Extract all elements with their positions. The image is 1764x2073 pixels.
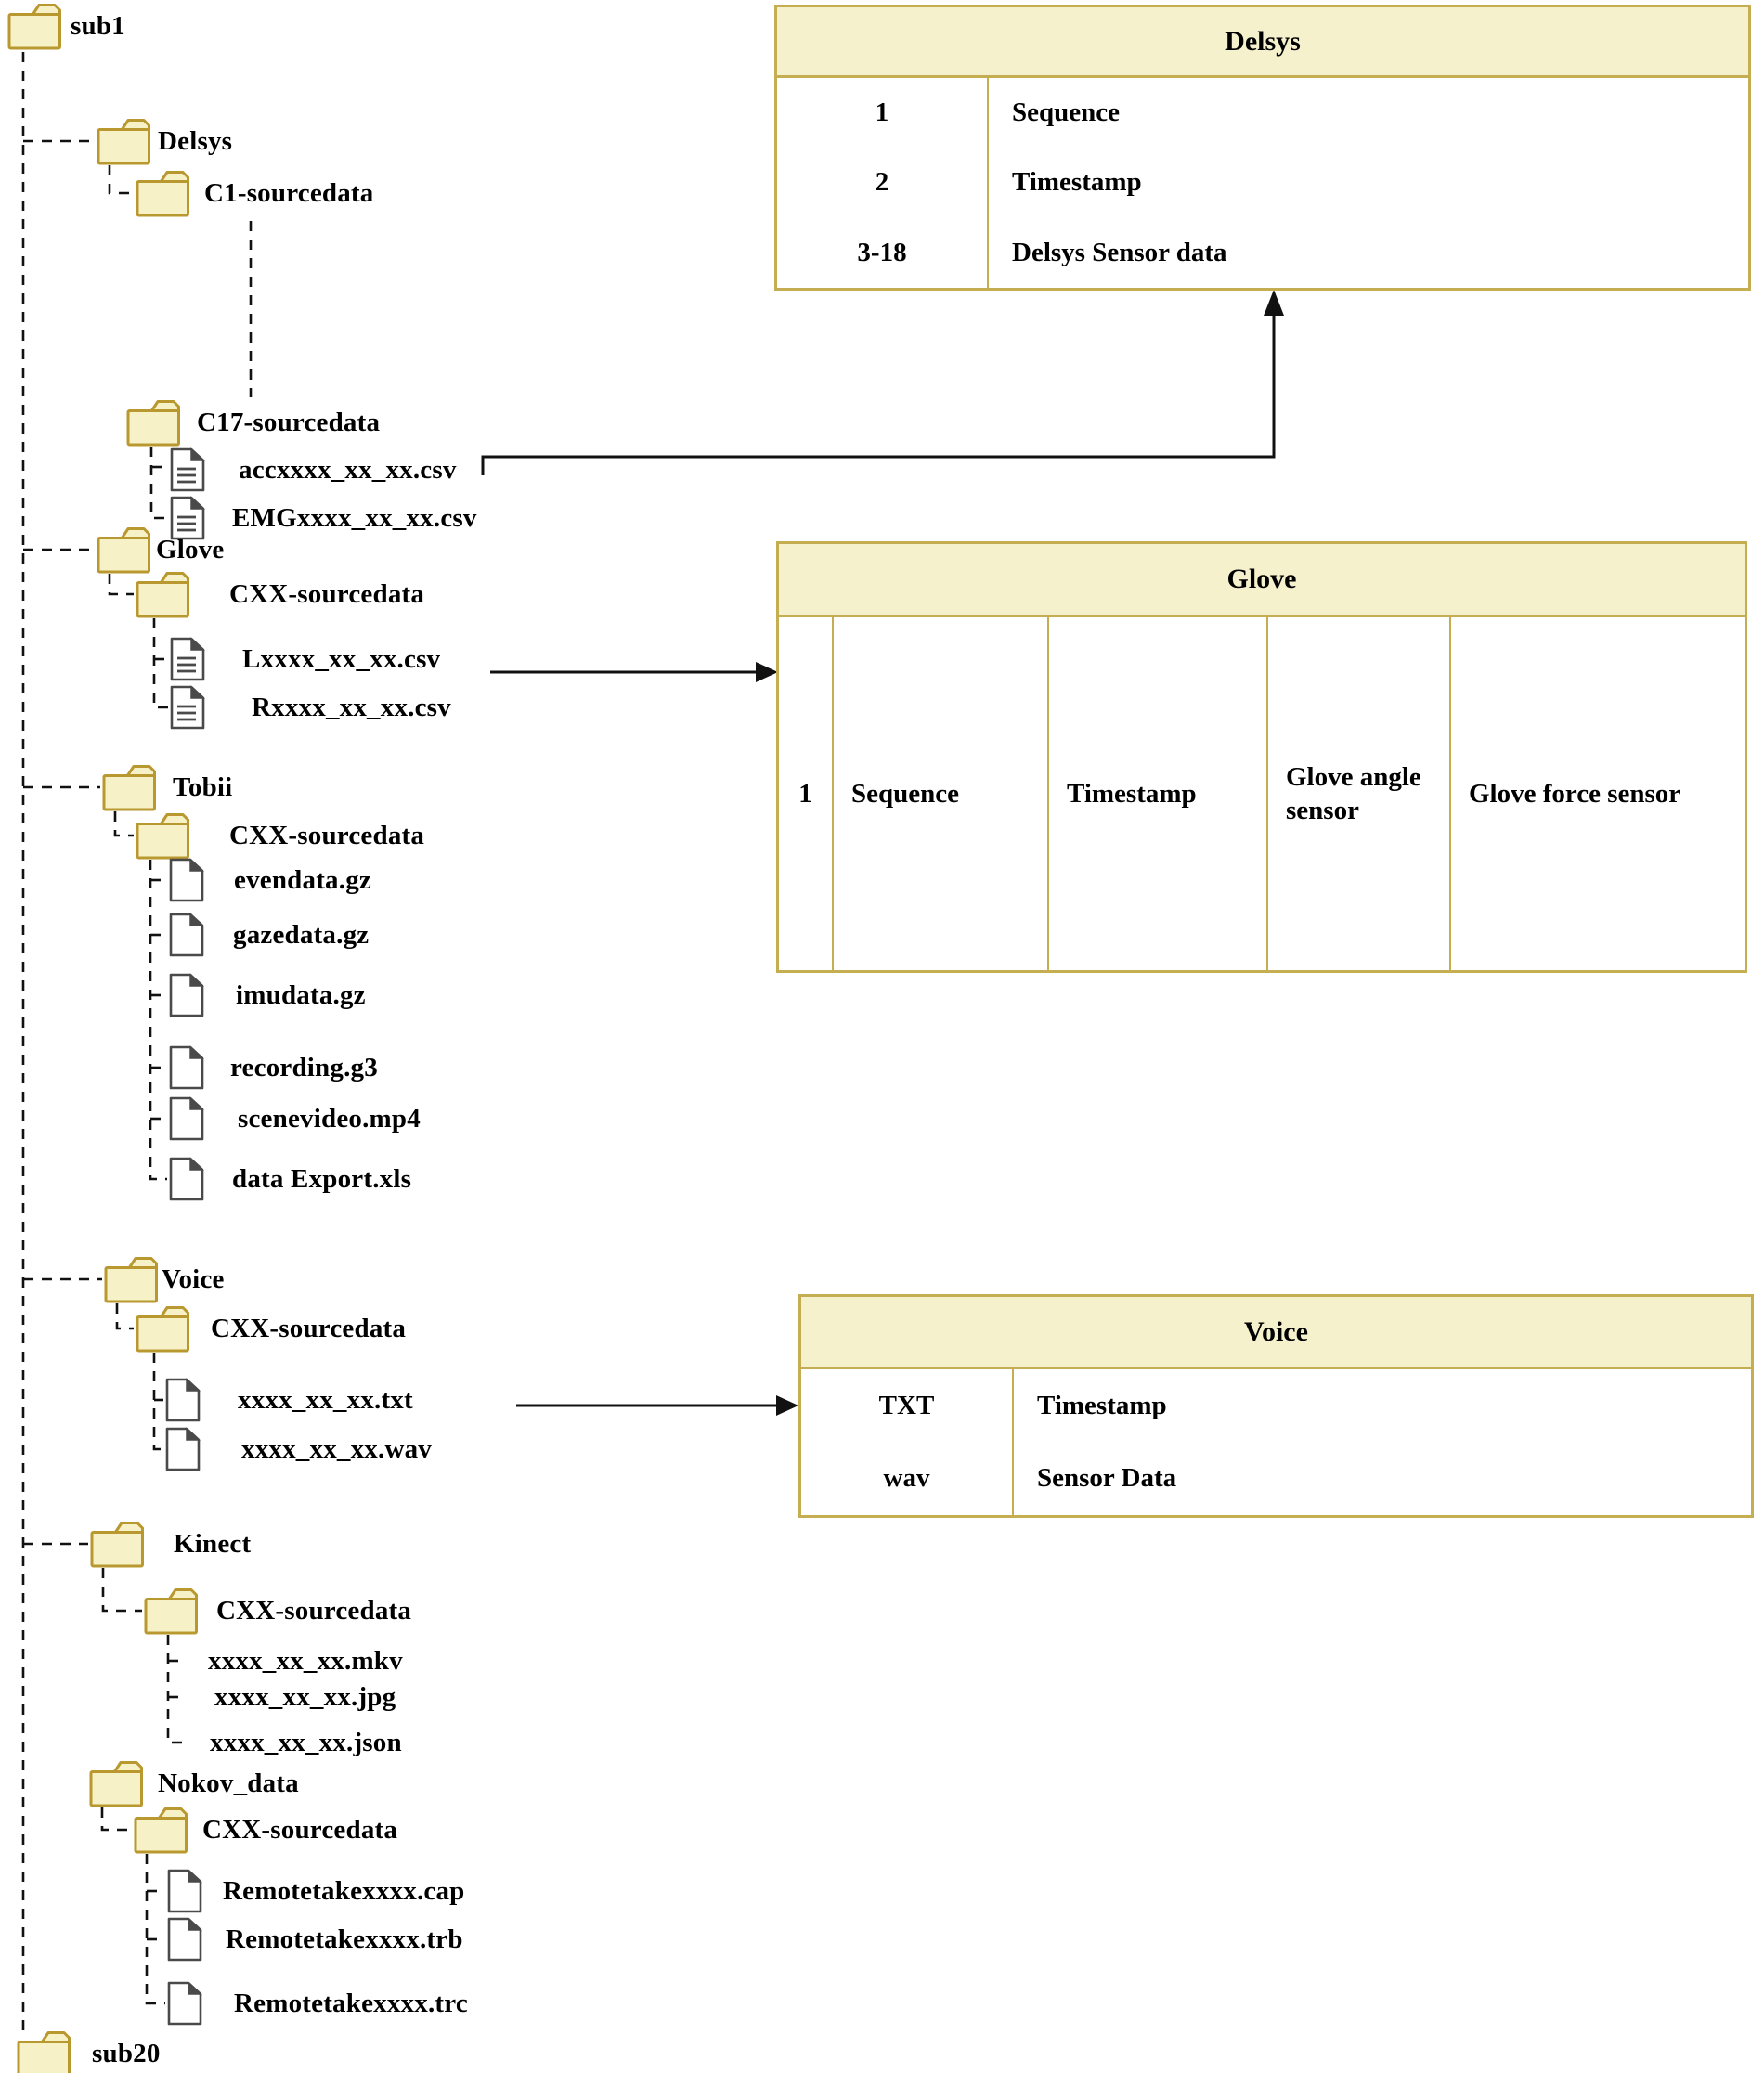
folder-icon-voice	[104, 1255, 160, 1303]
folder-icon-c17-sourcedata	[126, 398, 182, 447]
tree-node-glove: Glove	[156, 535, 225, 564]
file-icon-l-csv	[170, 637, 205, 681]
voice-table-title: Voice	[801, 1297, 1751, 1369]
file-icon-wav	[165, 1427, 201, 1471]
tree-node-kinect-cxx-sourcedata: CXX-sourcedata	[216, 1596, 412, 1626]
tree-node-tobii-cxx-sourcedata: CXX-sourcedata	[229, 821, 425, 850]
tree-node-c1-sourcedata: C1-sourcedata	[204, 178, 374, 208]
voice-type-wav: wav	[883, 1463, 930, 1494]
tree-node-trc: Remotetakexxxx.trc	[234, 1989, 468, 2018]
folder-icon-kinect	[90, 1520, 146, 1568]
voice-desc-timestamp: Timestamp	[1037, 1390, 1167, 1420]
delsys-col-3-18: 3-18	[857, 237, 907, 267]
voice-table: Voice TXT wav Timestamp Sensor Data	[798, 1294, 1754, 1518]
tree-node-glove-cxx-sourcedata: CXX-sourcedata	[229, 579, 425, 609]
tree-node-scenevideo: scenevideo.mp4	[238, 1104, 421, 1134]
file-icon-trb	[167, 1917, 202, 1962]
delsys-table-column-desc: Sequence Timestamp Delsys Sensor data	[989, 78, 1748, 288]
file-icon-cap	[167, 1869, 202, 1913]
glove-table: Glove 1 Sequence Timestamp Glove angle s…	[776, 541, 1747, 973]
glove-cell-sequence: Sequence	[834, 617, 1049, 970]
glove-cell-timestamp: Timestamp	[1049, 617, 1268, 970]
delsys-desc-timestamp: Timestamp	[1012, 167, 1142, 198]
delsys-desc-sequence: Sequence	[1012, 97, 1120, 128]
glove-table-title: Glove	[779, 544, 1745, 617]
folder-icon-glove	[97, 525, 152, 574]
tree-node-acc-csv: accxxxx_xx_xx.csv	[239, 455, 457, 485]
delsys-table-title: Delsys	[777, 7, 1748, 78]
folder-icon-tobii-cxx-sourcedata	[136, 811, 191, 860]
folder-icon-sub20	[17, 2029, 72, 2073]
arrow-txt-to-voice-table	[516, 1395, 798, 1416]
voice-table-column-type: TXT wav	[801, 1369, 1014, 1515]
tree-node-tobii: Tobii	[173, 772, 233, 802]
file-icon-acc-csv	[170, 447, 205, 492]
tree-node-delsys: Delsys	[158, 126, 233, 156]
glove-cell-index: 1	[779, 617, 834, 970]
file-icon-evendata	[169, 858, 204, 902]
tree-node-trb: Remotetakexxxx.trb	[226, 1924, 463, 1954]
delsys-table: Delsys 1 2 3-18 Sequence Timestamp Delsy…	[774, 5, 1751, 291]
tree-node-json: xxxx_xx_xx.json	[210, 1728, 402, 1757]
glove-cell-angle-sensor: Glove angle sensor	[1268, 617, 1451, 970]
folder-icon-tobii	[102, 763, 158, 811]
voice-type-txt: TXT	[878, 1390, 935, 1420]
tree-node-cap: Remotetakexxxx.cap	[223, 1876, 465, 1906]
file-icon-trc	[167, 1981, 202, 2026]
arrow-l-to-glove-table	[490, 662, 778, 682]
tree-node-l-csv: Lxxxx_xx_xx.csv	[242, 644, 441, 674]
file-icon-txt	[165, 1378, 201, 1422]
tree-node-wav: xxxx_xx_xx.wav	[241, 1434, 432, 1464]
delsys-table-column-index: 1 2 3-18	[777, 78, 989, 288]
tree-node-recording: recording.g3	[230, 1053, 378, 1082]
tree-node-c17-sourcedata: C17-sourcedata	[197, 408, 381, 437]
delsys-desc-sensor-data: Delsys Sensor data	[1012, 237, 1227, 267]
folder-icon-delsys	[97, 117, 152, 165]
file-icon-dataexport	[169, 1157, 204, 1201]
tree-node-mkv: xxxx_xx_xx.mkv	[208, 1646, 403, 1676]
tree-node-voice: Voice	[162, 1264, 225, 1294]
tree-node-r-csv: Rxxxx_xx_xx.csv	[252, 693, 451, 722]
tree-node-dataexport: data Export.xls	[232, 1164, 412, 1194]
file-icon-imudata	[169, 973, 204, 1017]
folder-icon-kinect-cxx-sourcedata	[144, 1587, 200, 1635]
file-icon-scenevideo	[169, 1096, 204, 1141]
voice-table-column-desc: Timestamp Sensor Data	[1014, 1369, 1751, 1515]
folder-icon-sub1	[7, 2, 63, 50]
tree-node-nokov-data: Nokov_data	[158, 1769, 299, 1798]
folder-icon-glove-cxx-sourcedata	[136, 570, 191, 618]
voice-desc-sensor-data: Sensor Data	[1037, 1463, 1177, 1494]
tree-node-gazedata: gazedata.gz	[233, 920, 370, 950]
tree-node-txt: xxxx_xx_xx.txt	[238, 1385, 413, 1415]
tree-node-kinect: Kinect	[174, 1529, 252, 1559]
tree-node-imudata: imudata.gz	[236, 980, 366, 1010]
tree-node-emg-csv: EMGxxxx_xx_xx.csv	[232, 503, 477, 533]
folder-icon-voice-cxx-sourcedata	[136, 1304, 191, 1353]
folder-icon-c1-sourcedata	[136, 169, 191, 217]
folder-icon-nokov-cxx-sourcedata	[134, 1806, 189, 1854]
tree-node-evendata: evendata.gz	[234, 865, 371, 895]
glove-cell-force-sensor: Glove force sensor	[1469, 778, 1681, 809]
file-icon-gazedata	[169, 913, 204, 957]
arrow-acc-to-delsys-table	[481, 290, 1284, 475]
folder-icon-nokov-data	[89, 1759, 145, 1807]
tree-node-sub20: sub20	[92, 2039, 161, 2068]
delsys-col-2: 2	[875, 167, 889, 198]
delsys-col-1: 1	[875, 97, 889, 128]
tree-node-voice-cxx-sourcedata: CXX-sourcedata	[211, 1314, 407, 1343]
tree-node-nokov-cxx-sourcedata: CXX-sourcedata	[202, 1815, 398, 1845]
file-icon-recording	[169, 1045, 204, 1090]
tree-node-jpg: xxxx_xx_xx.jpg	[214, 1682, 396, 1712]
tree-node-sub1: sub1	[71, 11, 125, 41]
file-icon-r-csv	[170, 685, 205, 730]
